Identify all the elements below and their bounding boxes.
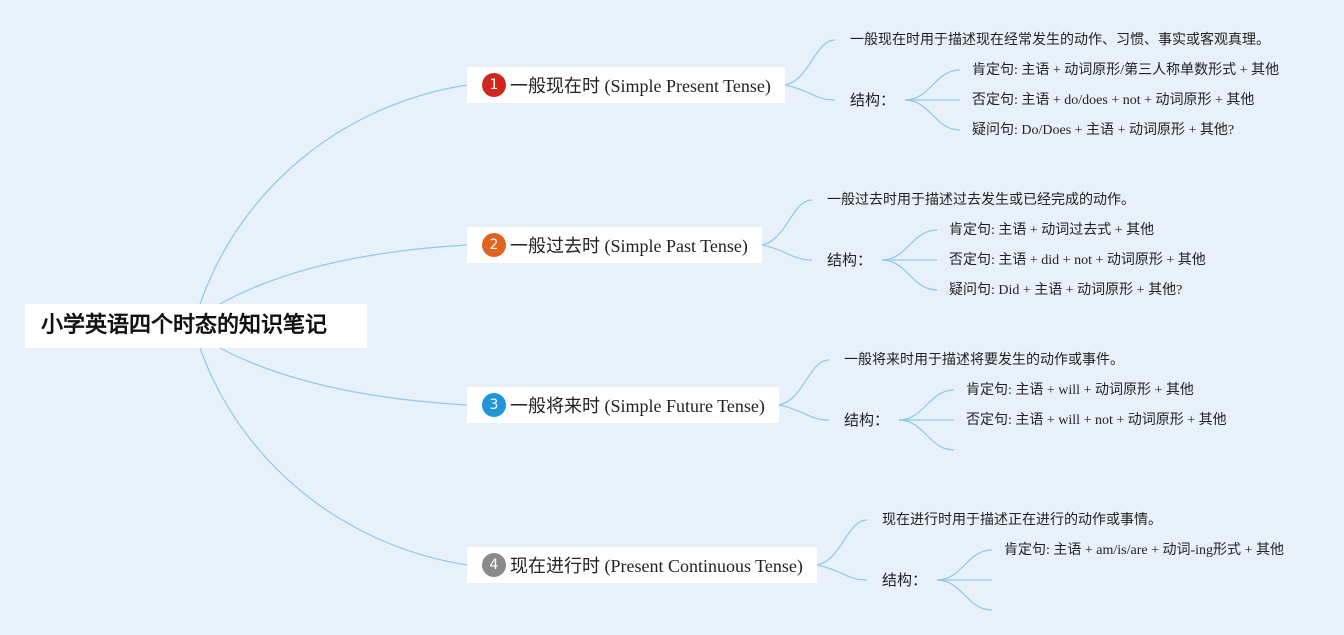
topic-3-description[interactable]: 一般将来时用于描述将要发生的动作或事件。 [844,353,1124,368]
link-t3-struct [778,404,830,421]
link-t2-desc [761,199,813,246]
link-root-topic-1 [199,84,468,305]
topic-present-continuous[interactable]: 4 现在进行时 (Present Continuous Tense) [467,547,817,583]
link-t4-struct [816,564,868,581]
link-t1-desc [784,39,836,86]
root-topic[interactable]: 小学英语四个时态的知识笔记 [25,304,367,348]
link-t1-item-1 [904,69,961,101]
topic-4-structure-item-1[interactable]: 肯定句: 主语 + am/is/are + 动词-ing形式 + 其他 [1004,543,1284,558]
topic-4-structure-label[interactable]: 结构： [882,573,928,589]
link-root-topic-2 [219,244,468,305]
link-t3-desc [778,359,830,406]
topic-2-structure-item-3[interactable]: 疑问句: Did + 主语 + 动词原形 + 其他? [949,283,1183,298]
link-t4-item-3 [936,579,993,611]
link-root-topic-4 [199,347,468,566]
link-t1-struct [784,84,836,101]
topic-3-structure-label[interactable]: 结构： [844,413,890,429]
link-t2-item-3 [881,259,938,291]
number-badge-icon: 1 [482,73,506,97]
topic-2-structure-item-1[interactable]: 肯定句: 主语 + 动词过去式 + 其他 [949,223,1155,238]
topic-3-structure-item-2[interactable]: 否定句: 主语 + will + not + 动词原形 + 其他 [966,413,1227,428]
number-badge-icon: 2 [482,233,506,257]
number-badge-icon: 3 [482,393,506,417]
link-root-topic-3 [219,347,468,406]
link-t4-item-1 [936,549,993,581]
link-t1-item-3 [904,99,961,131]
topic-2-description[interactable]: 一般过去时用于描述过去发生或已经完成的动作。 [827,193,1135,208]
topic-1-structure-item-2[interactable]: 否定句: 主语 + do/does + not + 动词原形 + 其他 [972,93,1255,108]
topic-4-description[interactable]: 现在进行时用于描述正在进行的动作或事情。 [882,513,1162,528]
topic-1-description[interactable]: 一般现在时用于描述现在经常发生的动作、习惯、事实或客观真理。 [850,33,1270,48]
topic-1-structure-item-3[interactable]: 疑问句: Do/Does + 主语 + 动词原形 + 其他? [972,123,1235,138]
link-t3-item-3 [898,419,955,451]
topic-simple-present[interactable]: 1 一般现在时 (Simple Present Tense) [467,67,785,103]
topic-2-structure-item-2[interactable]: 否定句: 主语 + did + not + 动词原形 + 其他 [949,253,1206,268]
topic-3-structure-item-1[interactable]: 肯定句: 主语 + will + 动词原形 + 其他 [966,383,1194,398]
link-t2-item-1 [881,229,938,261]
topic-1-structure-item-1[interactable]: 肯定句: 主语 + 动词原形/第三人称单数形式 + 其他 [972,63,1280,78]
topic-2-structure-label[interactable]: 结构： [827,253,873,269]
topic-label: 现在进行时 (Present Continuous Tense) [510,556,803,576]
link-t3-item-1 [898,389,955,421]
topic-1-structure-label[interactable]: 结构： [850,93,896,109]
topic-simple-past[interactable]: 2 一般过去时 (Simple Past Tense) [467,227,762,263]
link-t4-desc [816,519,868,566]
topic-label: 一般将来时 (Simple Future Tense) [510,396,765,416]
number-badge-icon: 4 [482,553,506,577]
topic-label: 一般过去时 (Simple Past Tense) [510,236,748,256]
topic-label: 一般现在时 (Simple Present Tense) [510,76,771,96]
topic-simple-future[interactable]: 3 一般将来时 (Simple Future Tense) [467,387,779,423]
link-t2-struct [761,244,813,261]
